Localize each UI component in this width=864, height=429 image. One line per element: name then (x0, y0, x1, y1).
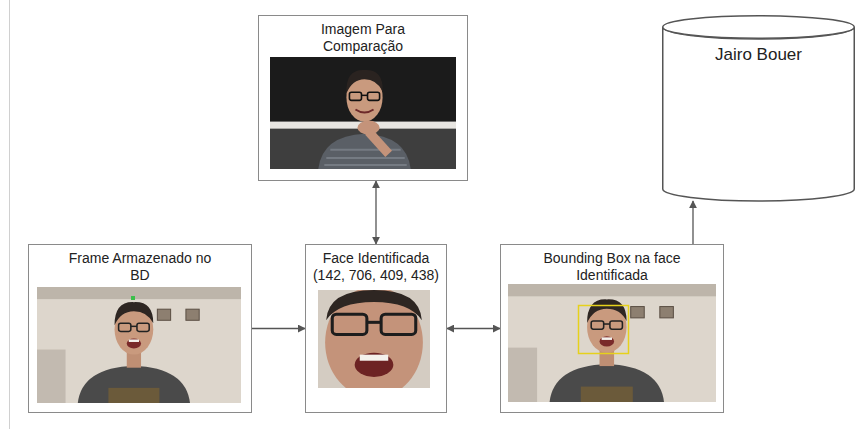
connector (252, 328, 305, 329)
bounding-box-panel: Bounding Box na face Identificada (500, 244, 724, 413)
database-cylinder: Jairo Bouer (662, 15, 855, 201)
face-box: Face Identificada(142, 706, 409, 438) (305, 244, 447, 413)
frame-box: Frame Armazenado no BD (28, 244, 252, 413)
frame-photo (37, 287, 241, 403)
bounding-photo (508, 284, 716, 402)
frame-marker (131, 296, 135, 300)
connector (692, 201, 693, 244)
node-text: (142, 706, 409, 438) (309, 267, 443, 284)
bounding-box (579, 306, 629, 354)
cylinder-outline (662, 15, 855, 201)
frame-line (9, 0, 10, 429)
node-text: Bounding Box na face Identificada (537, 250, 687, 284)
node-text: Frame Armazenado no BD (65, 250, 215, 284)
connector (375, 181, 376, 244)
image-box: Imagem Para Comparação (258, 15, 468, 181)
node-text: Jairo Bouer (679, 44, 839, 65)
face-photo (318, 287, 430, 398)
comparison-photo (270, 57, 456, 169)
node-text: Imagem Para Comparação (307, 21, 419, 55)
connector (447, 328, 500, 329)
node-text: Face Identificada (309, 250, 443, 267)
